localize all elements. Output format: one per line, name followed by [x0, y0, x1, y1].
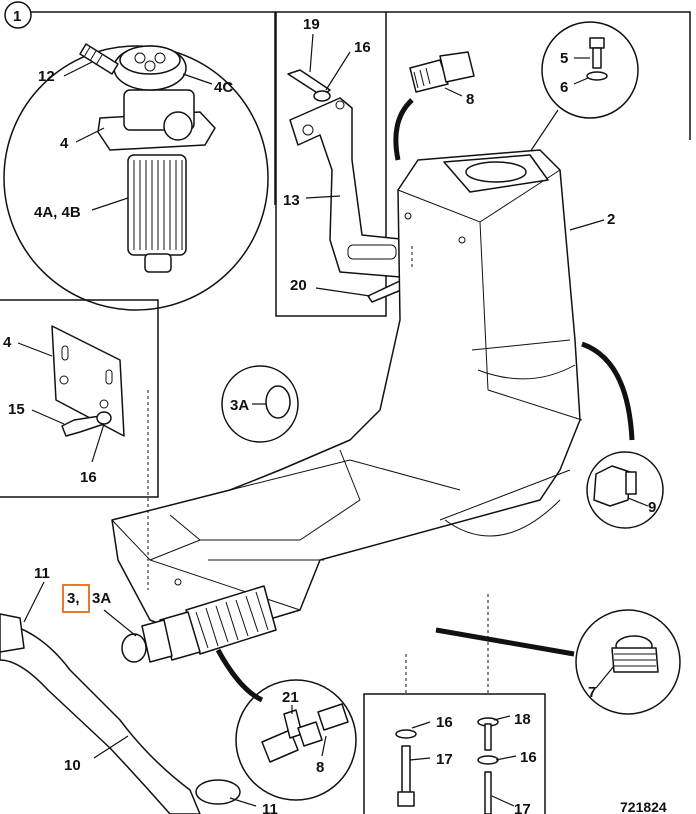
label-16-b2: 16 [520, 749, 537, 766]
label-17-b2: 17 [514, 801, 531, 814]
plate-bracket [51, 325, 125, 437]
breather-filter [79, 43, 216, 273]
oring [265, 385, 291, 419]
label-3: 3, [67, 590, 80, 607]
bolt-17-left [395, 729, 417, 807]
label-21: 21 [282, 689, 299, 706]
label-15: 15 [8, 401, 25, 418]
hose-10 [0, 613, 241, 814]
detail-bracket-plate-frame [0, 299, 159, 498]
label-11-top: 11 [34, 565, 50, 582]
mount-bracket [287, 69, 413, 303]
fitting-8-top [409, 51, 475, 93]
label-3a-circle: 3A [230, 397, 249, 414]
label-9: 9 [648, 499, 656, 516]
highlight-box-3 [62, 584, 90, 613]
label-13: 13 [283, 192, 300, 209]
leader-curve-9 [581, 341, 635, 441]
leader-curve-21 [215, 648, 264, 703]
leader-line-7 [435, 627, 575, 657]
plug-7-detail-circle [575, 609, 681, 715]
label-16-top: 16 [354, 39, 371, 56]
fastener-detail-frame [363, 693, 546, 814]
plug-9-detail-circle [586, 451, 664, 529]
label-16-b1: 16 [436, 714, 453, 731]
detail-mount-bracket-frame [275, 11, 387, 317]
oring-detail-circle [221, 365, 299, 443]
label-2: 2 [607, 211, 615, 228]
label-8-bottom: 8 [316, 759, 324, 776]
suction-strainer [121, 585, 277, 663]
label-3a: 3A [92, 590, 111, 607]
screw-5-washer-6 [586, 37, 608, 81]
plug-7 [611, 635, 659, 673]
label-18: 18 [514, 711, 531, 728]
detail-number-label: 1 [13, 8, 21, 25]
detail-number-circle [4, 1, 32, 29]
label-5: 5 [560, 50, 568, 67]
filter-detail-circle [3, 45, 269, 311]
label-10: 10 [64, 757, 81, 774]
label-12: 12 [38, 68, 55, 85]
label-19: 19 [303, 16, 320, 33]
label-7: 7 [588, 684, 596, 701]
tee-fitting-21 [261, 703, 349, 763]
label-4a-4b: 4A, 4B [34, 204, 81, 221]
label-6: 6 [560, 79, 568, 96]
leader-curve-8 [393, 98, 414, 161]
label-8-top: 8 [466, 91, 474, 108]
label-4-left: 4 [3, 334, 12, 351]
label-20: 20 [290, 277, 307, 294]
label-11-bottom: 11 [262, 801, 278, 814]
tee-detail-circle [235, 679, 357, 801]
plug-9 [593, 465, 637, 507]
figure-number: 721824 [620, 799, 667, 814]
detail-1-frame [18, 11, 276, 205]
label-17-b1: 17 [436, 751, 453, 768]
screw-detail-circle [541, 21, 639, 119]
label-16-left: 16 [80, 469, 97, 486]
label-4c: 4C [214, 79, 233, 96]
tank-detail-frame [386, 11, 691, 140]
bolt-17-right [477, 717, 499, 814]
label-4: 4 [60, 135, 69, 152]
